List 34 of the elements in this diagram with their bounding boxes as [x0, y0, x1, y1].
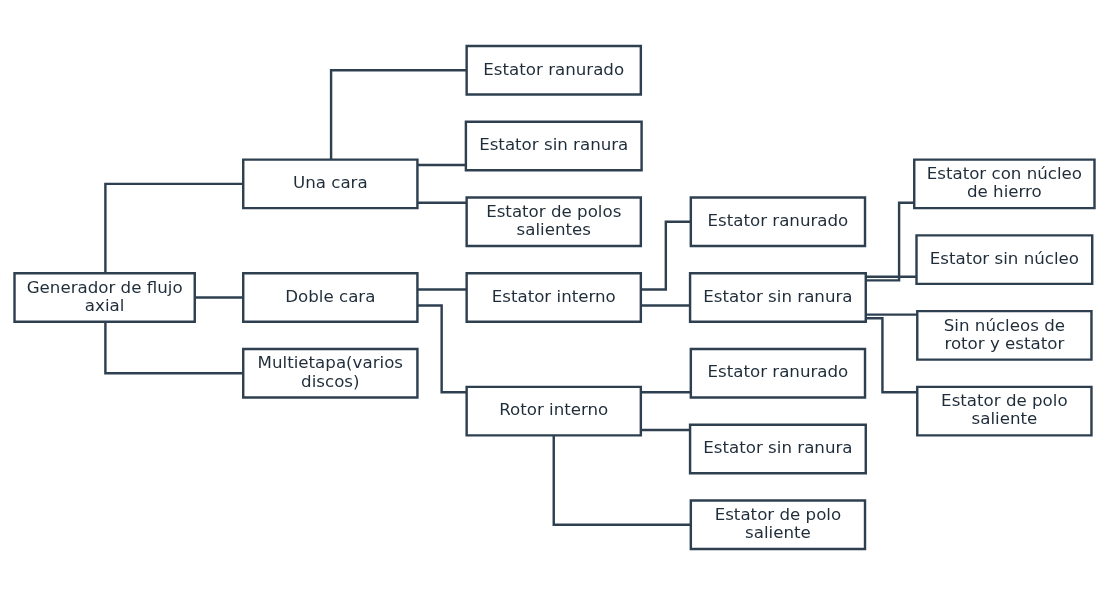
node-box: Estator con núcleo de hierro [913, 157, 1096, 209]
connector [866, 275, 917, 278]
connector [641, 303, 690, 307]
node-box: Estator ranurado [465, 44, 643, 96]
node-box: Estator de polos salientes [465, 195, 643, 247]
connector [329, 68, 467, 159]
node-box: Estator de polo saliente [689, 498, 867, 550]
connector [418, 287, 467, 291]
connector [195, 295, 243, 299]
node-box: Una cara [242, 157, 419, 209]
connector [552, 435, 691, 526]
connector [640, 220, 691, 291]
node-box: Estator sin ranura [688, 423, 867, 474]
connector [418, 201, 467, 204]
node-box: Estator sin núcleo [915, 233, 1094, 285]
node-box: Multietapa(varios discos) [242, 347, 419, 399]
node-box: Estator ranurado [689, 347, 867, 399]
connector [866, 312, 917, 316]
node-box: Sin núcleos de rotor y estator [916, 309, 1093, 361]
node-box: Doble cara [242, 271, 419, 323]
connector [866, 316, 918, 393]
node-box: Estator sin ranura [464, 120, 643, 171]
node-box: Estator de polo saliente [916, 385, 1093, 437]
connector [417, 303, 467, 393]
connector [104, 182, 243, 273]
connector [641, 390, 691, 393]
node-box: Estator ranurado [689, 195, 867, 247]
node-box: Generador de flujo axial [13, 271, 196, 323]
node-box: Rotor interno [465, 385, 643, 437]
node-box: Estator interno [465, 271, 643, 323]
connector [104, 321, 243, 374]
node-box: Estator sin ranura [688, 271, 867, 323]
connector [418, 163, 466, 166]
connector [641, 428, 690, 431]
